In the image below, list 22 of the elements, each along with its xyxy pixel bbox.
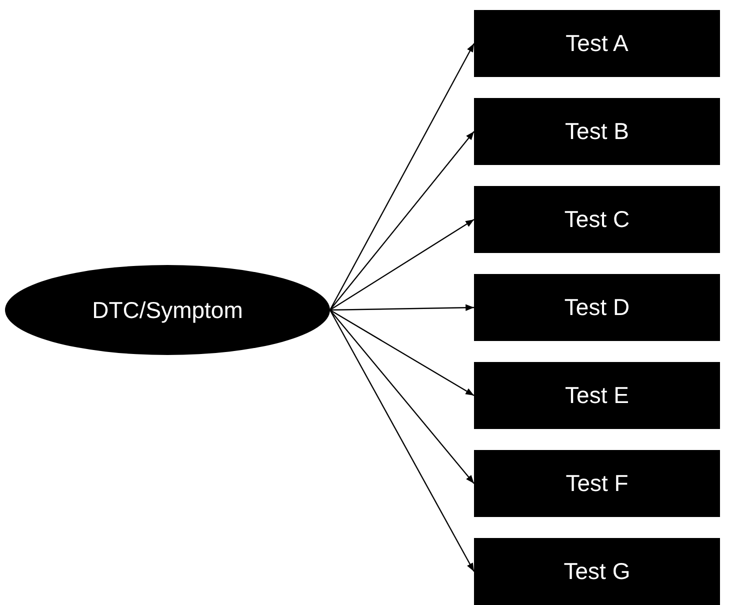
arrow xyxy=(330,309,474,396)
node-label: Test G xyxy=(564,557,630,586)
node-label: Test A xyxy=(566,29,628,58)
node-label: Test F xyxy=(566,469,628,498)
test-box xyxy=(474,450,720,517)
arrow xyxy=(330,219,474,310)
test-box xyxy=(474,10,720,77)
arrow xyxy=(329,310,475,572)
node-label: Test B xyxy=(565,117,629,146)
node-label: DTC/Symptom xyxy=(92,296,243,325)
node-label: Test D xyxy=(564,293,630,322)
arrow xyxy=(330,310,474,484)
test-box xyxy=(474,538,720,605)
arrow xyxy=(330,131,474,310)
test-box xyxy=(474,274,720,341)
test-box xyxy=(474,362,720,429)
node-label: Test E xyxy=(565,381,629,410)
test-box xyxy=(474,186,720,253)
arrow xyxy=(329,43,475,310)
node-label: Test C xyxy=(564,205,630,234)
test-box xyxy=(474,98,720,165)
arrow xyxy=(330,304,474,311)
